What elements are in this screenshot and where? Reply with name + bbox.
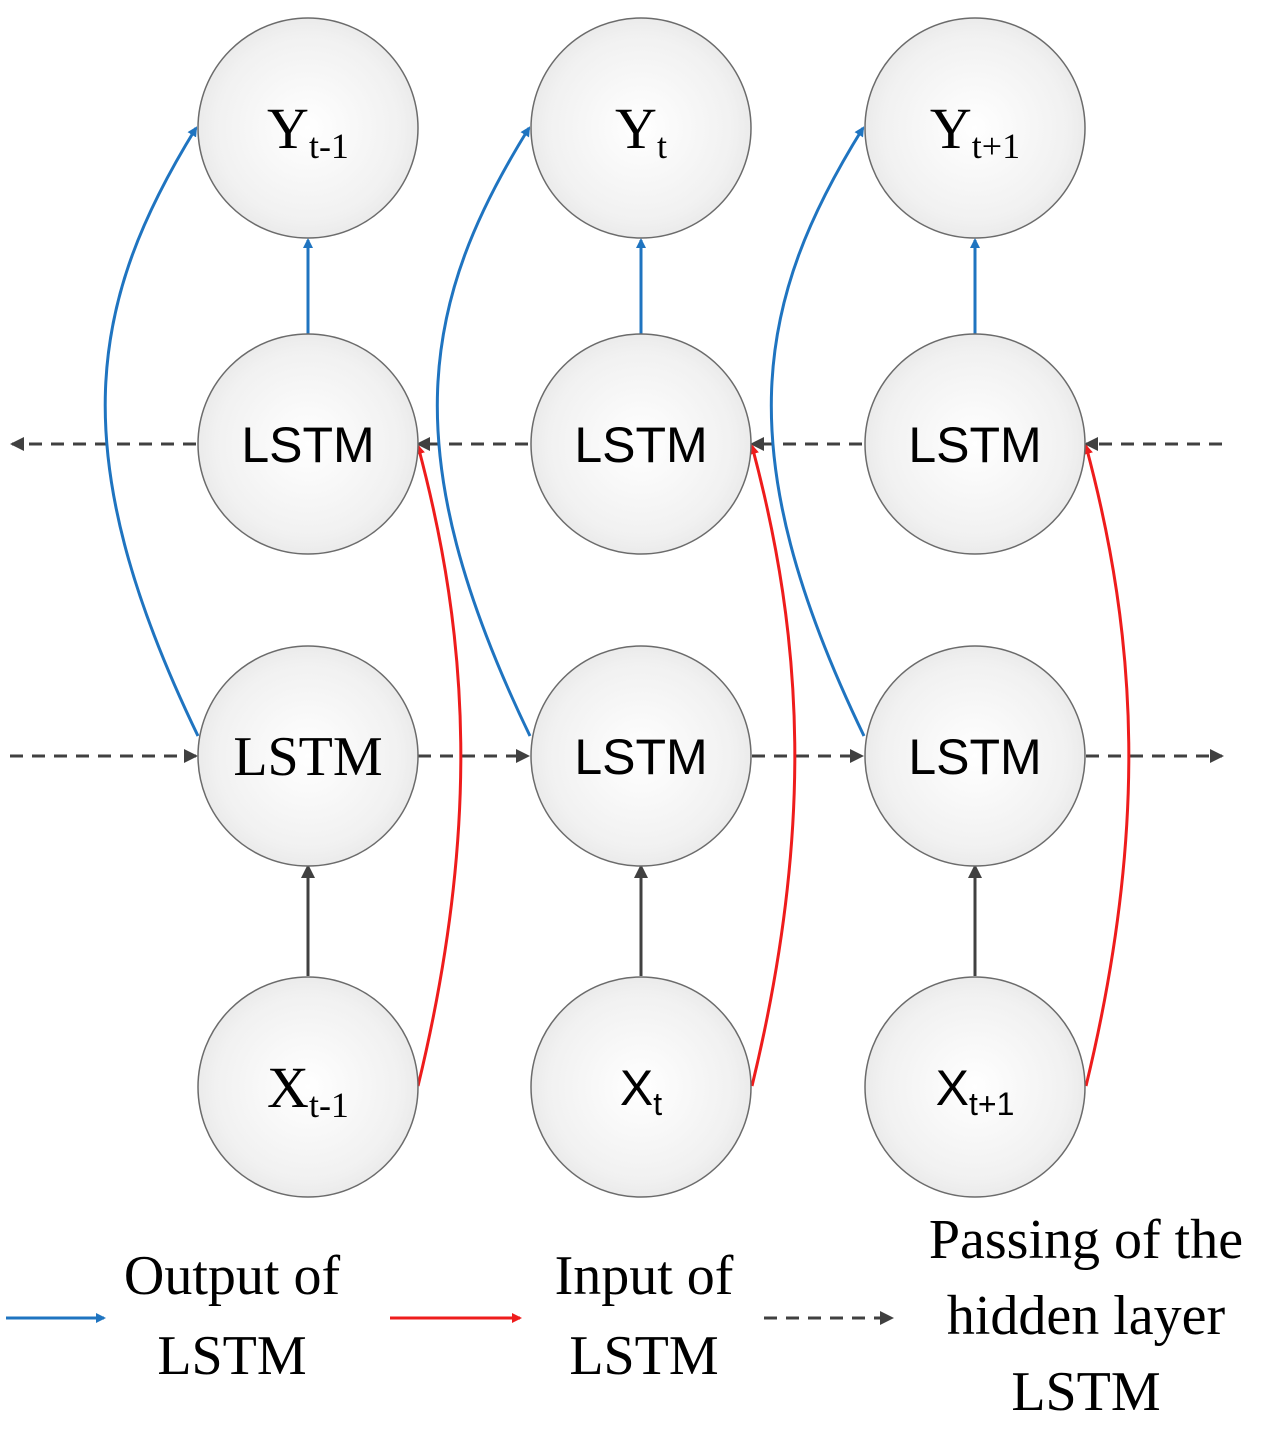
node-y-next-sub: t+1 — [972, 126, 1020, 166]
node-y-cur-base: Y — [615, 96, 657, 161]
legend-output-line2: LSTM — [157, 1325, 306, 1387]
node-y-next: Yt+1 — [864, 17, 1086, 239]
legend-input: Input of LSTM — [390, 1245, 734, 1387]
node-lstm-backward-cur: LSTM — [530, 333, 752, 555]
node-x-cur: Xt — [530, 976, 752, 1198]
forward-to-output-curves — [103, 126, 866, 737]
legend-input-line2: LSTM — [569, 1325, 718, 1387]
node-x-cur-sub: t — [653, 1086, 662, 1122]
node-lstm-backward-prev: LSTM — [197, 333, 419, 555]
nodes: Yt-1 Yt Yt+1 LSTM LSTM LSTM — [197, 17, 1086, 1198]
lstm-backward-next-label: LSTM — [908, 417, 1041, 473]
node-lstm-backward-next: LSTM — [864, 333, 1086, 555]
legend-input-line1: Input of — [555, 1245, 734, 1307]
legend: Output of LSTM Input of LSTM Passing of … — [6, 1209, 1243, 1423]
svg-text:Yt-1: Yt-1 — [267, 96, 349, 166]
svg-text:Yt: Yt — [615, 96, 667, 166]
input-to-backward-curves — [415, 444, 1131, 1087]
node-y-prev-sub: t-1 — [309, 126, 349, 166]
x-prev-to-backward-curve — [415, 444, 463, 1087]
node-y-prev-base: Y — [267, 96, 309, 161]
node-x-next-sub: t+1 — [969, 1086, 1014, 1122]
legend-hidden-line2: hidden layer — [947, 1285, 1226, 1347]
svg-text:Yt+1: Yt+1 — [930, 96, 1020, 166]
lstm-backward-prev-label: LSTM — [241, 417, 374, 473]
legend-hidden: Passing of the hidden layer LSTM — [764, 1209, 1243, 1423]
node-x-prev: Xt-1 — [197, 976, 419, 1198]
svg-text:Xt-1: Xt-1 — [267, 1055, 349, 1125]
lstm-forward-next-label: LSTM — [908, 729, 1041, 785]
node-y-cur: Yt — [530, 17, 752, 239]
node-lstm-forward-next: LSTM — [864, 645, 1086, 867]
node-x-cur-base: X — [620, 1060, 653, 1116]
node-y-cur-sub: t — [657, 126, 667, 166]
node-lstm-forward-cur: LSTM — [530, 645, 752, 867]
node-x-prev-base: X — [267, 1055, 309, 1120]
legend-hidden-line3: LSTM — [1011, 1361, 1160, 1423]
svg-text:Xt: Xt — [620, 1060, 662, 1122]
lstm-forward-cur-label: LSTM — [574, 729, 707, 785]
node-y-prev: Yt-1 — [197, 17, 419, 239]
input-to-forward-arrows — [301, 864, 982, 976]
node-x-prev-sub: t-1 — [309, 1085, 349, 1125]
forward-prev-to-y-curve — [103, 126, 200, 737]
x-next-to-backward-curve — [1083, 444, 1131, 1087]
lstm-backward-cur-label: LSTM — [574, 417, 707, 473]
backward-to-output-arrows — [303, 238, 980, 334]
forward-cur-to-y-curve — [435, 126, 532, 737]
node-y-next-base: Y — [930, 96, 972, 161]
lstm-forward-prev-label: LSTM — [233, 726, 382, 788]
forward-next-to-y-curve — [769, 126, 866, 737]
legend-output: Output of LSTM — [6, 1245, 340, 1387]
node-lstm-forward-prev: LSTM — [197, 645, 419, 867]
legend-hidden-line1: Passing of the — [929, 1209, 1243, 1271]
legend-output-line1: Output of — [124, 1245, 341, 1307]
svg-text:Xt+1: Xt+1 — [936, 1060, 1015, 1122]
node-x-next: Xt+1 — [864, 976, 1086, 1198]
node-x-next-base: X — [936, 1060, 969, 1116]
x-cur-to-backward-curve — [749, 444, 797, 1087]
